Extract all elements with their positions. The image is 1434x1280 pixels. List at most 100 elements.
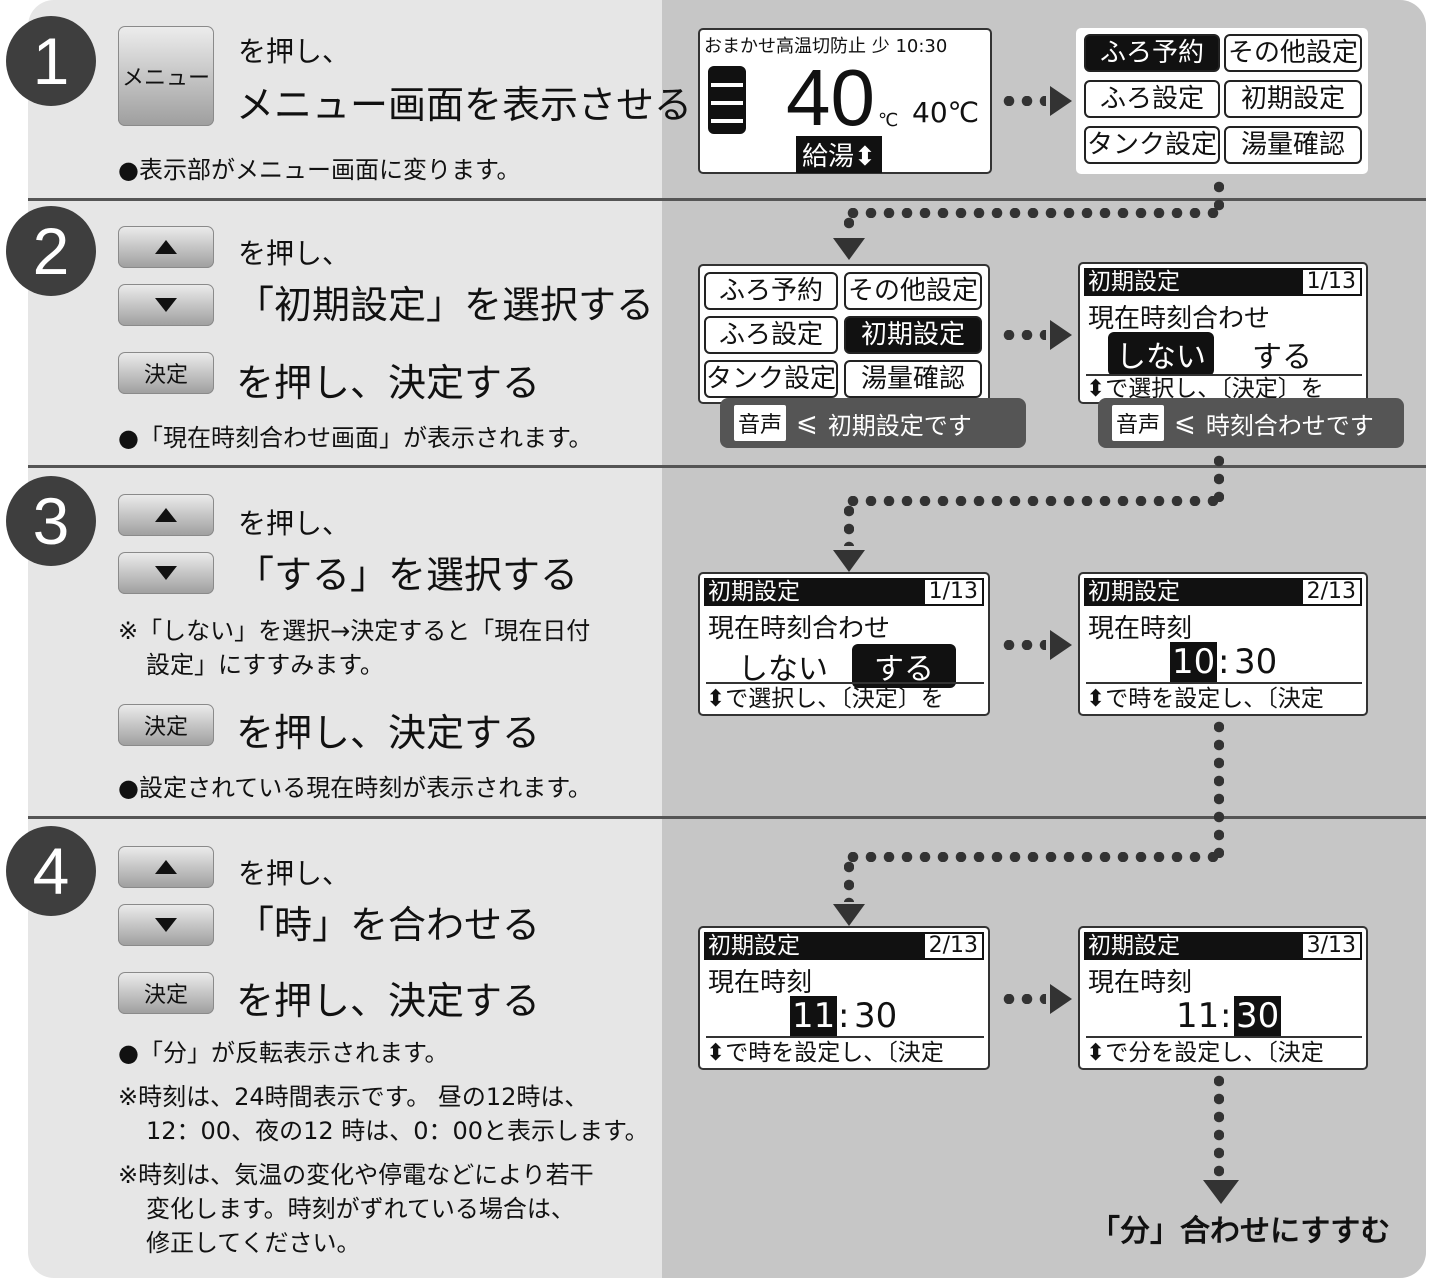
step4-note3a: ※時刻は、気温の変化や停電などにより若干 — [118, 1161, 594, 1189]
step4-line2: 「時」を合わせる — [236, 903, 541, 947]
connector-dots — [844, 502, 854, 546]
step-number-1: 1 — [6, 16, 96, 106]
down-arrow-icon — [155, 566, 177, 580]
arrow-right-icon — [1050, 320, 1072, 350]
arrow-down-icon — [1203, 1180, 1239, 1204]
step2-note: ●「現在時刻合わせ画面」が表示されます。 — [118, 424, 593, 452]
menu-item-sonota: その他設定 — [844, 272, 982, 310]
minute-value-selected: 30 — [1234, 996, 1282, 1036]
step4-note3b: 変化します。時刻がずれている場合は、 — [146, 1195, 575, 1223]
lcd-footer: ⬍で分を設定し、〔決定 — [1086, 1036, 1362, 1068]
step3-line3: を押し、決定する — [236, 711, 541, 755]
step1-note: ●表示部がメニュー画面に変ります。 — [118, 156, 521, 184]
step3-note1b: 設定」にすすみます。 — [146, 651, 384, 679]
connector-dots — [1214, 1072, 1224, 1182]
connector-dots — [1214, 718, 1224, 858]
lcd-line: 現在時刻 — [1088, 614, 1193, 644]
step3-line1: を押し、 — [238, 507, 351, 540]
arrow-down-icon — [833, 904, 865, 926]
step4-note2a: ※時刻は、24時間表示です。 昼の12時は、 — [118, 1083, 589, 1111]
step4-note2b: 12：00、夜の12 時は、0：00と表示します。 — [146, 1117, 649, 1145]
menu-item-yuryo: 湯量確認 — [844, 360, 982, 398]
connector-dots — [844, 858, 854, 902]
step3-line2: 「する」を選択する — [236, 553, 579, 597]
down-button[interactable] — [118, 284, 214, 326]
final-step-label: 「分」合わせにすすむ — [1090, 1214, 1391, 1249]
main-screen: おまかせ高温切防止 少 10:30 40 ℃ 40℃ 給湯⬍ — [698, 28, 992, 174]
up-button[interactable] — [118, 494, 214, 536]
step3-note1a: ※「しない」を選択→決定すると「現在日付 — [118, 617, 591, 645]
time-colon: : — [838, 996, 850, 1036]
step4-note3c: 修正してください。 — [146, 1229, 361, 1257]
lcd-footer: ⬍で時を設定し、〔決定 — [706, 1036, 984, 1068]
main-temp-unit: ℃ — [878, 110, 899, 131]
step-number-4: 4 — [6, 826, 96, 916]
time-colon: : — [1218, 642, 1230, 682]
menu-item-shoki: 初期設定 — [1224, 80, 1362, 118]
voice-label: 音声 — [1112, 405, 1165, 441]
option-yes: する — [1252, 340, 1312, 375]
menu-item-tank: タンク設定 — [1084, 126, 1220, 164]
menu-item-tank: タンク設定 — [704, 360, 838, 398]
kettei-button[interactable]: 決定 — [118, 352, 214, 394]
menu-item-sonota: その他設定 — [1224, 34, 1362, 72]
connector-dots — [844, 496, 1224, 506]
sound-wave-icon: ⩽ — [1174, 408, 1196, 438]
down-arrow-icon — [155, 918, 177, 932]
divider-3 — [28, 816, 1426, 819]
menu-button[interactable]: メニュー — [118, 26, 214, 126]
time-colon: : — [1220, 996, 1232, 1036]
main-screen-topline: おまかせ高温切防止 少 10:30 — [704, 36, 948, 57]
voice-text: 初期設定です — [827, 411, 972, 440]
mode-label: 給湯⬍ — [796, 136, 882, 173]
menu-screen-1: ふろ予約 その他設定 ふろ設定 初期設定 タンク設定 湯量確認 — [1076, 28, 1368, 174]
menu-item-furo-settei: ふろ設定 — [704, 316, 838, 354]
voice-bubble-2: 音声 ⩽ 時刻合わせです — [1098, 398, 1404, 448]
option-no-selected: しない — [1108, 332, 1214, 376]
menu-item-shoki: 初期設定 — [844, 316, 982, 354]
connector-dots — [1000, 96, 1046, 106]
step3-note2: ●設定されている現在時刻が表示されます。 — [118, 774, 592, 802]
down-button[interactable] — [118, 904, 214, 946]
step2-line1: を押し、 — [238, 237, 351, 270]
step2-line2: 「初期設定」を選択する — [236, 283, 655, 327]
menu-item-furo-yoyaku: ふろ予約 — [1084, 34, 1220, 72]
up-arrow-icon — [155, 860, 177, 874]
connector-dots — [1000, 330, 1046, 340]
arrow-right-icon — [1050, 630, 1072, 660]
option-no: しない — [738, 652, 828, 687]
up-button[interactable] — [118, 846, 214, 888]
menu-screen-2: ふろ予約 その他設定 ふろ設定 初期設定 タンク設定 湯量確認 — [698, 264, 990, 404]
kettei-button[interactable]: 決定 — [118, 972, 214, 1014]
step2-line3: を押し、決定する — [236, 361, 541, 405]
connector-dots — [844, 214, 854, 234]
menu-item-yuryo: 湯量確認 — [1224, 126, 1362, 164]
arrow-right-icon — [1050, 86, 1072, 116]
connector-dots — [1214, 452, 1224, 502]
hour-value: 11 — [1176, 996, 1220, 1036]
step-number-3: 3 — [6, 476, 96, 566]
sound-wave-icon: ⩽ — [796, 408, 818, 438]
kettei-button[interactable]: 決定 — [118, 704, 214, 746]
connector-dots — [844, 208, 1224, 218]
up-arrow-icon — [155, 240, 177, 254]
connector-dots — [1214, 178, 1224, 214]
down-arrow-icon — [155, 298, 177, 312]
lcd-footer: ⬍で選択し、〔決定〕を — [706, 682, 984, 714]
down-button[interactable] — [118, 552, 214, 594]
lcd-line: 現在時刻 — [1088, 968, 1193, 998]
connector-dots — [1000, 640, 1046, 650]
up-button[interactable] — [118, 226, 214, 268]
up-arrow-icon — [155, 508, 177, 522]
voice-bubble-1: 音声 ⩽ 初期設定です — [720, 398, 1026, 448]
lcd-footer: ⬍で時を設定し、〔決定 — [1086, 682, 1362, 714]
step1-line1: を押し、 — [238, 35, 351, 68]
